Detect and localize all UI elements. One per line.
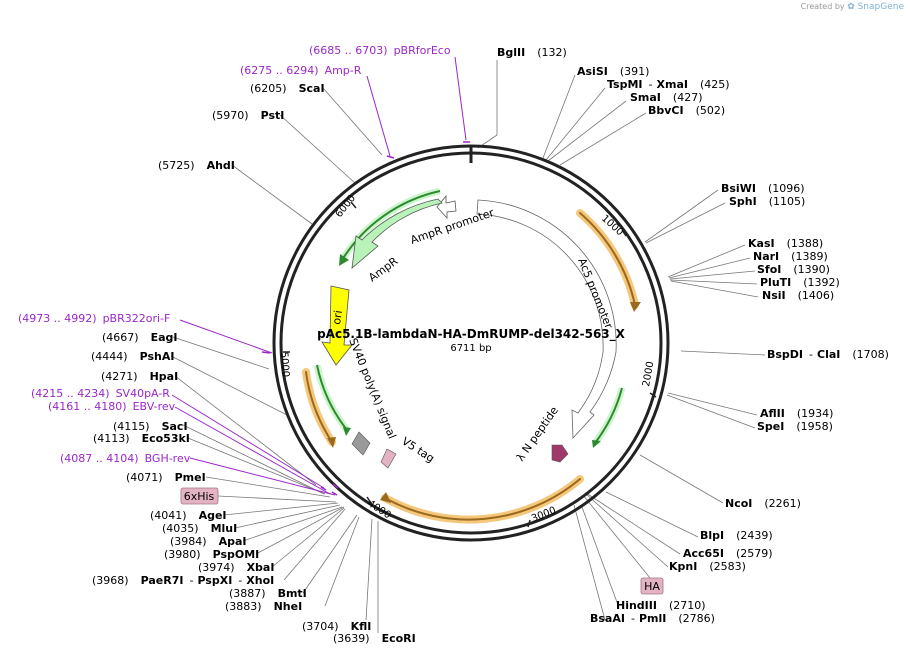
v5-tag-marker	[380, 448, 397, 469]
svg-text:BsiWI(1096): BsiWI(1096)	[721, 182, 805, 195]
svg-text:NarI(1389): NarI(1389)	[753, 250, 828, 263]
svg-text:(3974)XbaI: (3974)XbaI	[198, 561, 274, 574]
green-arcs	[313, 187, 626, 446]
his-tag-label: 6xHis	[184, 490, 215, 503]
svg-text:(4215 .. 4234)SV40pA-R: (4215 .. 4234)SV40pA-R	[31, 387, 170, 400]
his-tag-box	[180, 487, 219, 505]
svg-text:(4667)EagI: (4667)EagI	[102, 331, 177, 344]
sv40-polya-marker	[351, 431, 371, 456]
svg-text:(5970)PstI: (5970)PstI	[212, 109, 284, 122]
site-labels-left: (6205)ScaI (5970)PstI (5725)AhdI (4667)E…	[91, 82, 416, 645]
tick-marks	[283, 201, 657, 528]
feature-label-ori: ori	[330, 309, 345, 325]
svg-text:(3980)PspOMI: (3980)PspOMI	[164, 548, 259, 561]
svg-text:KpnI(2583): KpnI(2583)	[669, 560, 746, 573]
svg-text:TspMI-XmaI(425): TspMI-XmaI(425)	[607, 78, 730, 91]
svg-text:(4087 .. 4104)BGH-rev: (4087 .. 4104)BGH-rev	[60, 452, 191, 465]
svg-text:HindIII(2710): HindIII(2710)	[616, 599, 706, 612]
feature-label-ampr: AmpR	[366, 254, 401, 284]
svg-text:BbvCI(502): BbvCI(502)	[648, 104, 725, 117]
svg-text:(4115)SacI: (4115)SacI	[113, 420, 188, 433]
svg-text:(6685 .. 6703)pBRforEco: (6685 .. 6703)pBRforEco	[309, 44, 451, 57]
svg-text:(3883)NheI: (3883)NheI	[225, 600, 302, 613]
svg-text:(6275 .. 6294)Amp-R: (6275 .. 6294)Amp-R	[240, 64, 362, 77]
feature-label-v5: V5 tag	[399, 435, 436, 466]
svg-text:SmaI(427): SmaI(427)	[630, 91, 703, 104]
svg-text:(3704)KflI: (3704)KflI	[302, 620, 371, 633]
svg-text:(4035)MluI: (4035)MluI	[162, 522, 237, 535]
plasmid-name: pAc5.1B-lambdaN-HA-DmRUMP-del342-563_X	[317, 327, 626, 342]
feature-label-ac5-promoter: Ac5 promoter	[575, 256, 615, 331]
svg-text:(6205)ScaI: (6205)ScaI	[250, 82, 325, 95]
svg-text:SphI(1105): SphI(1105)	[729, 195, 805, 208]
ac5-promoter-arrow	[476, 199, 617, 439]
feature-label-ampr-promoter: AmpR promoter	[409, 206, 496, 247]
primer-marks	[261, 141, 470, 496]
site-labels-right: BglII(132) AsiSI(391) TspMI-XmaI(425) Sm…	[497, 46, 889, 625]
green-arrowheads	[339, 254, 601, 448]
feature-label-sv40: SV40 poly(A) signal	[346, 336, 398, 440]
svg-text:SfoI(1390): SfoI(1390)	[757, 263, 830, 276]
snapgene-watermark: Created by ✿ SnapGene	[800, 2, 904, 12]
svg-text:(4041)AgeI: (4041)AgeI	[150, 509, 227, 522]
svg-text:(4071)PmeI: (4071)PmeI	[126, 471, 206, 484]
svg-text:Acc65I(2579): Acc65I(2579)	[683, 547, 773, 560]
svg-text:(3639)EcoRI: (3639)EcoRI	[333, 632, 416, 645]
ha-tag-box	[640, 577, 664, 595]
svg-text:NsiI(1406): NsiI(1406)	[762, 289, 834, 302]
svg-text:AsiSI(391): AsiSI(391)	[577, 65, 649, 78]
lambda-n-peptide-marker	[551, 444, 569, 463]
svg-text:(3968)PaeR7I-PspXI-XhoI: (3968)PaeR7I-PspXI-XhoI	[92, 574, 274, 587]
svg-text:(4113)Eco53kI: (4113)Eco53kI	[93, 432, 190, 445]
orf-arcs	[302, 209, 639, 524]
ampr-gene-arrow	[351, 198, 443, 269]
svg-text:(4161 .. 4180)EBV-rev: (4161 .. 4180)EBV-rev	[48, 400, 176, 413]
ha-tag-label: HA	[644, 580, 660, 593]
svg-text:PluTI(1392): PluTI(1392)	[760, 276, 840, 289]
tick-label-2000: 2000	[641, 361, 656, 388]
plasmid-size: 6711 bp	[450, 343, 491, 354]
svg-text:(4973 .. 4992)pBR322ori-F: (4973 .. 4992)pBR322ori-F	[18, 312, 170, 325]
svg-text:AflII(1934): AflII(1934)	[760, 407, 833, 420]
svg-text:(5725)AhdI: (5725)AhdI	[158, 159, 235, 172]
svg-text:BlpI(2439): BlpI(2439)	[700, 529, 773, 542]
svg-text:(3887)BmtI: (3887)BmtI	[229, 587, 307, 600]
svg-text:NcoI(2261): NcoI(2261)	[725, 497, 801, 510]
svg-text:BspDI-ClaI(1708): BspDI-ClaI(1708)	[767, 348, 889, 361]
svg-text:(4444)PshAI: (4444)PshAI	[91, 350, 174, 363]
leader-lines	[170, 60, 766, 633]
svg-text:(3984)ApaI: (3984)ApaI	[170, 535, 246, 548]
svg-text:(4271)HpaI: (4271)HpaI	[101, 370, 178, 383]
ampr-promoter-arrow	[436, 194, 457, 220]
svg-text:SpeI(1958): SpeI(1958)	[757, 420, 833, 433]
primer-lines	[171, 56, 467, 496]
tick-label-5000: 5000	[278, 351, 291, 377]
primer-labels: (6685 .. 6703)pBRforEco (6275 .. 6294)Am…	[18, 44, 451, 465]
svg-text:KasI(1388): KasI(1388)	[748, 237, 823, 250]
orf-arrowheads	[327, 302, 641, 503]
ori-arrow	[321, 285, 353, 366]
svg-text:BsaAI-PmlI(2786): BsaAI-PmlI(2786)	[590, 612, 715, 625]
svg-text:BglII(132): BglII(132)	[497, 46, 567, 59]
